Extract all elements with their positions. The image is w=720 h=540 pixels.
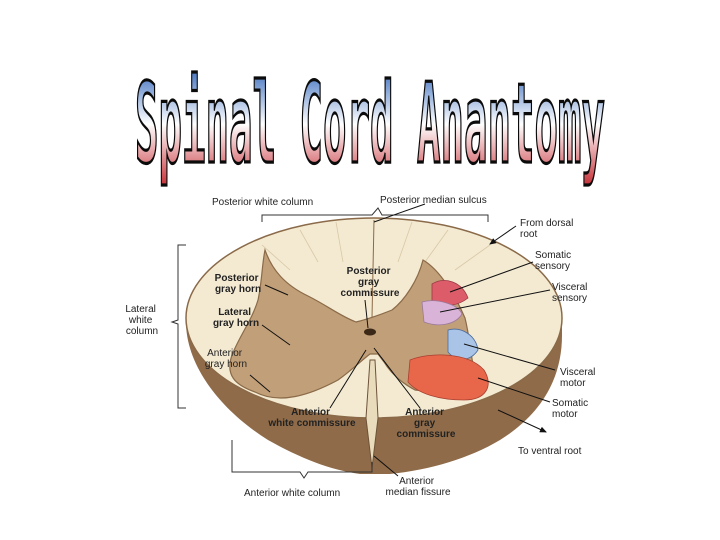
spinal-cord-diagram: Posterior white column Posterior median …: [125, 195, 598, 499]
label-anterior-white-column: Anterior white column: [244, 488, 340, 499]
label-from-dorsal-root: From dorsal root: [520, 218, 576, 240]
label-to-ventral-root: To ventral root: [518, 446, 582, 457]
posterior-median-sulcus: [371, 219, 375, 319]
central-canal: [364, 328, 376, 336]
label-visceral-motor: Visceral motor: [560, 367, 598, 389]
lateral-white-column-bracket: [170, 244, 186, 409]
label-lateral-gray-horn: Lateral gray horn: [213, 307, 259, 329]
visceral-sensory-zone: [421, 300, 463, 326]
posterior-white-column-bracket: [261, 207, 489, 222]
label-somatic-motor: Somatic motor: [552, 398, 591, 420]
page-title: Spinal Cord Anantomy: [135, 60, 605, 188]
leader-lines: [249, 203, 556, 477]
somatic-motor-zone: [407, 354, 489, 401]
label-anterior-median-fissure: Anterior median fissure: [385, 476, 450, 498]
label-somatic-sensory: Somatic sensory: [535, 250, 574, 272]
label-visceral-sensory: Visceral sensory: [552, 282, 590, 304]
anterior-median-fissure: [365, 359, 379, 469]
anterior-white-column-bracket: [231, 440, 373, 479]
label-anterior-white-commissure: Anterior white commissure: [267, 407, 356, 429]
label-posterior-gray-horn: Posterior gray horn: [215, 273, 262, 295]
white-matter-texture: [261, 221, 491, 271]
title-banner: Spinal Cord Anantomy: [134, 59, 607, 190]
label-posterior-median-sulcus: Posterior median sulcus: [380, 195, 487, 206]
label-anterior-gray-commissure: Anterior gray commissure: [397, 407, 456, 440]
label-posterior-white-column: Posterior white column: [212, 197, 313, 208]
label-posterior-gray-commissure: Posterior gray commissure: [341, 266, 400, 299]
label-lateral-white-column: Lateral white column: [125, 304, 158, 337]
label-anterior-gray-horn: Anterior gray horn: [205, 348, 247, 370]
